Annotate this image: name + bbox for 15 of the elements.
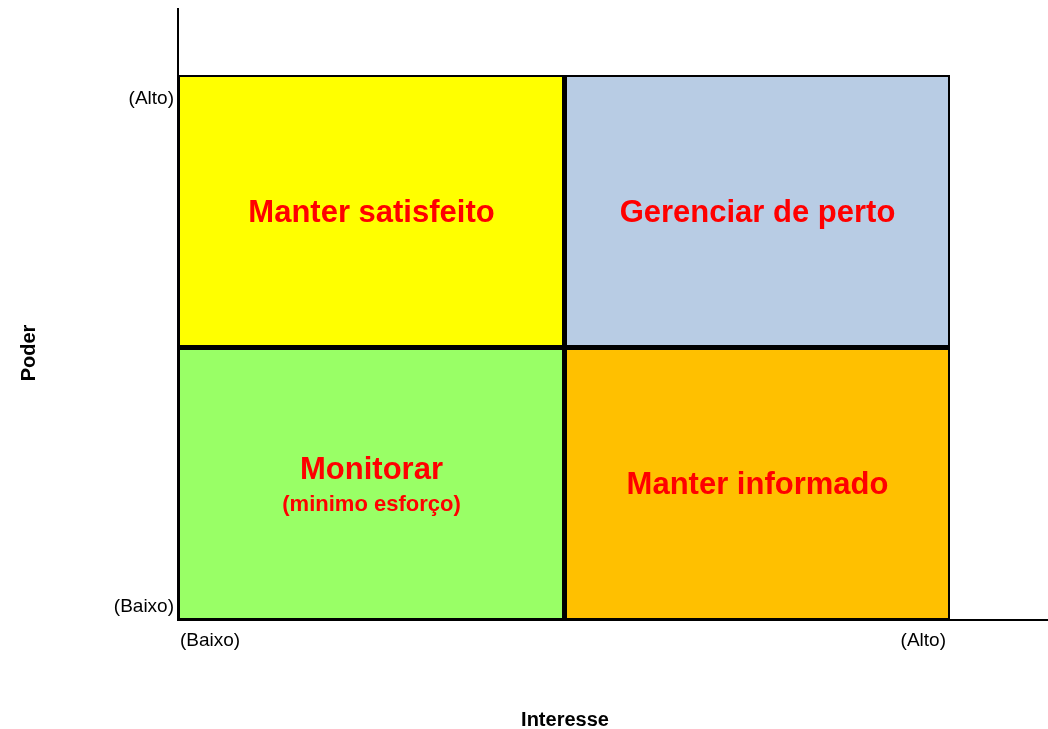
- axis-tick-label: (Baixo): [112, 594, 174, 618]
- quadrant-title: Monitorar: [300, 450, 443, 488]
- axis-title: Interesse: [520, 707, 610, 729]
- axis-tick-label: (Alto): [127, 86, 174, 110]
- axis-title: Poder: [16, 323, 40, 384]
- quadrant-title: Gerenciar de perto: [619, 192, 896, 231]
- quadrant-box: [178, 75, 565, 348]
- quadrant-title: Manter informado: [626, 465, 889, 503]
- axis-tick-label: (Alto): [899, 628, 946, 652]
- quadrant-box: [565, 348, 950, 620]
- axis-tick-label: (Baixo): [180, 628, 242, 652]
- quadrant-box: [178, 348, 565, 620]
- quadrant-box: [565, 75, 950, 348]
- quadrant-subtitle: (minimo esforço): [282, 490, 461, 518]
- quadrant-title: Manter satisfeito: [248, 192, 495, 231]
